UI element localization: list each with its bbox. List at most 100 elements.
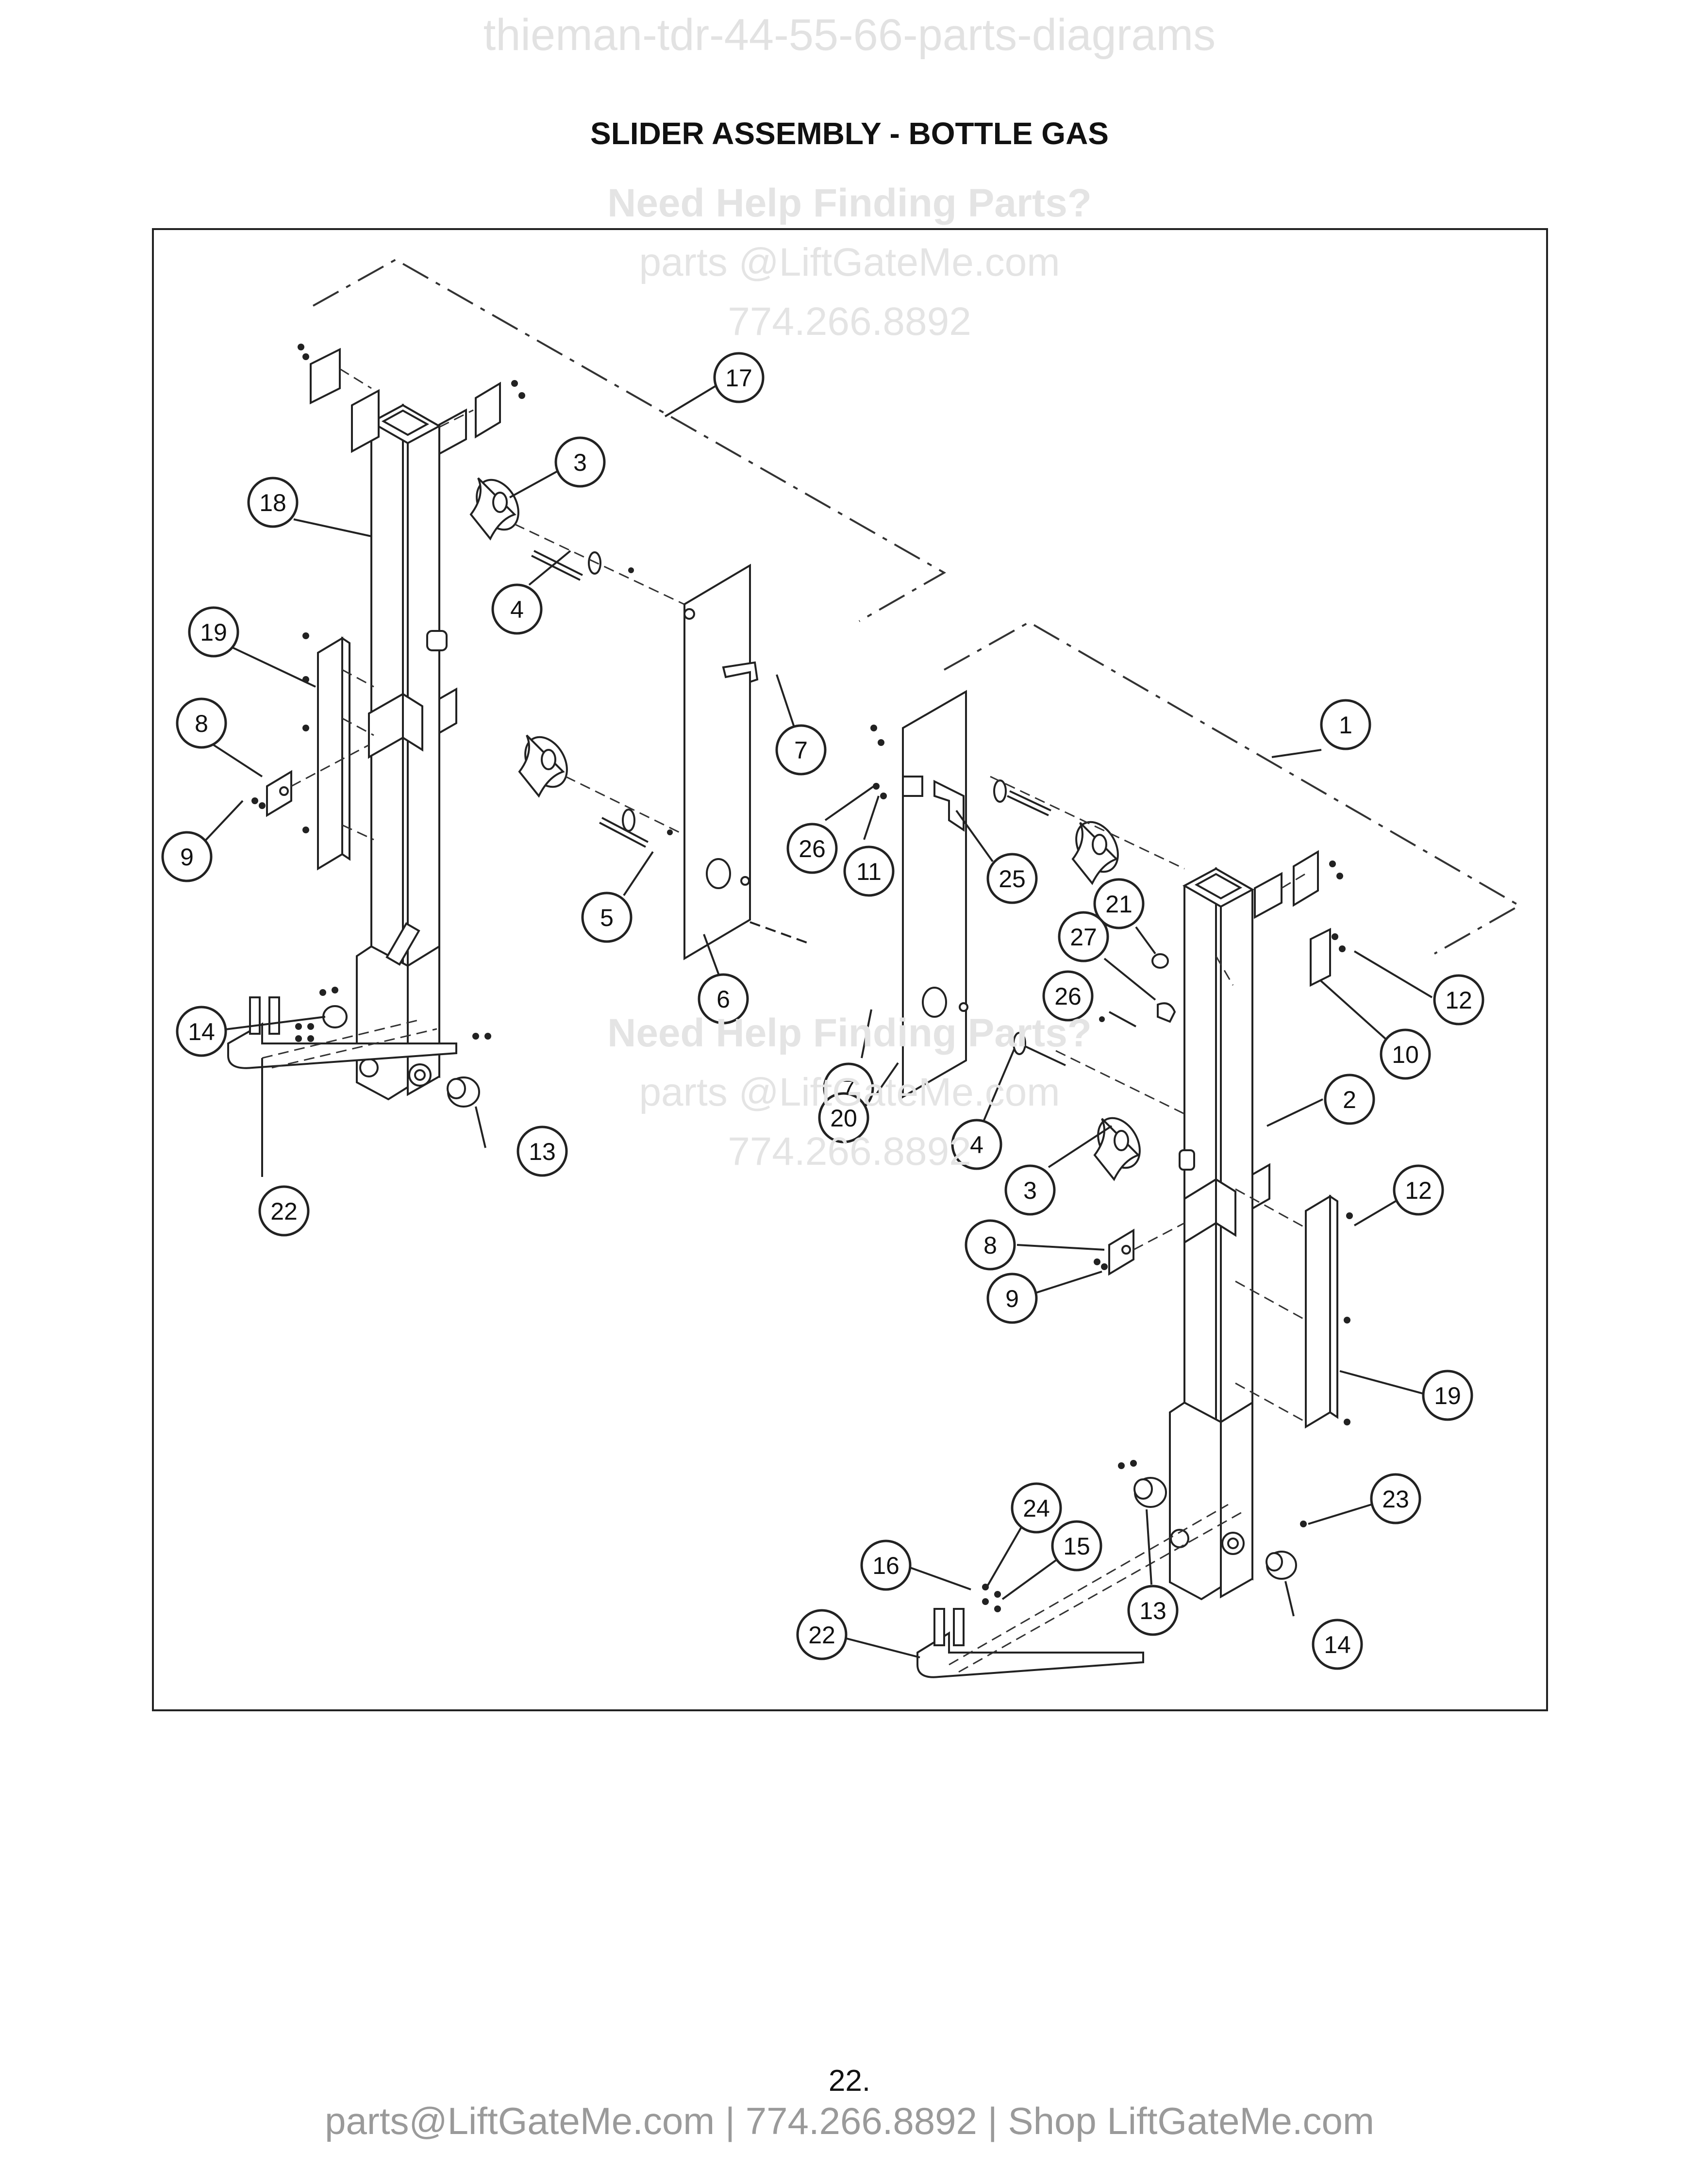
- svg-text:3: 3: [1023, 1177, 1037, 1204]
- svg-text:22: 22: [270, 1198, 298, 1225]
- svg-text:25: 25: [999, 865, 1026, 893]
- callout-8-right: 8: [965, 1219, 1016, 1271]
- callout-3-right: 3: [1004, 1164, 1056, 1216]
- callout-leaders: [203, 382, 1433, 1658]
- svg-text:4: 4: [970, 1131, 983, 1158]
- svg-text:24: 24: [1023, 1495, 1050, 1522]
- callout-15: 15: [1051, 1520, 1102, 1572]
- svg-text:26: 26: [1054, 983, 1082, 1010]
- callout-5: 5: [581, 892, 633, 943]
- callout-24: 24: [1011, 1482, 1062, 1534]
- callout-17: 17: [713, 352, 765, 403]
- svg-text:4: 4: [510, 596, 524, 623]
- callout-26-left: 26: [786, 823, 838, 874]
- callout-4-right: 4: [951, 1119, 1002, 1170]
- svg-text:6: 6: [716, 986, 730, 1013]
- left-slider-assembly: [227, 344, 690, 1108]
- left-top-bracket-a: [310, 347, 341, 405]
- right-small-bracket: [1108, 1228, 1134, 1276]
- help-watermark-middle: Need Help Finding Parts? parts @LiftGate…: [0, 1004, 1699, 1181]
- callout-9-right: 9: [986, 1273, 1038, 1324]
- right-upper-roller: [1071, 821, 1119, 885]
- callout-12-lower: 12: [1393, 1164, 1444, 1216]
- svg-text:19: 19: [200, 619, 227, 646]
- svg-text:12: 12: [1405, 1177, 1432, 1204]
- help-watermark-top: Need Help Finding Parts? parts @LiftGate…: [0, 174, 1699, 351]
- left-foot: [227, 1022, 457, 1069]
- left-mid-roller: [518, 734, 568, 798]
- svg-text:9: 9: [1005, 1285, 1019, 1312]
- plate-20: [870, 690, 968, 1099]
- callout-23: 23: [1370, 1473, 1421, 1524]
- svg-text:9: 9: [180, 844, 194, 871]
- callout-21: 21: [1093, 878, 1145, 929]
- callout-8: 8: [176, 697, 227, 749]
- svg-text:27: 27: [1070, 924, 1097, 951]
- phantom-outline-right: [944, 621, 1522, 955]
- help-watermark-email: parts @LiftGateMe.com: [639, 240, 1060, 284]
- right-side-plate: [1305, 1194, 1331, 1429]
- help-watermark-phone: 774.266.8892: [728, 299, 971, 344]
- callout-26-right: 26: [1042, 970, 1094, 1022]
- left-side-plate: [317, 636, 343, 871]
- callout-16: 16: [860, 1539, 912, 1591]
- callout-1: 1: [1320, 699, 1371, 750]
- svg-text:11: 11: [856, 858, 882, 885]
- help-watermark-phone: 774.266.8892: [728, 1129, 971, 1174]
- callout-22-left: 22: [258, 1185, 310, 1237]
- callout-9: 9: [161, 831, 213, 882]
- svg-text:26: 26: [799, 835, 826, 862]
- callout-19: 19: [188, 606, 239, 658]
- callout-7-left: 7: [775, 724, 827, 776]
- callout-6: 6: [698, 973, 749, 1025]
- left-upper-roller: [469, 477, 519, 541]
- help-watermark-email: parts @LiftGateMe.com: [639, 1070, 1060, 1114]
- callout-4: 4: [491, 583, 543, 635]
- svg-text:20: 20: [830, 1105, 857, 1132]
- svg-text:2: 2: [1343, 1086, 1356, 1113]
- svg-text:7: 7: [794, 737, 808, 764]
- callout-19-right: 19: [1422, 1370, 1473, 1421]
- svg-text:21: 21: [1105, 891, 1133, 918]
- svg-text:23: 23: [1382, 1486, 1409, 1513]
- page-title: SLIDER ASSEMBLY - BOTTLE GAS: [590, 116, 1109, 151]
- callout-11: 11: [843, 845, 895, 897]
- help-watermark-heading: Need Help Finding Parts?: [607, 181, 1092, 225]
- callout-18: 18: [247, 477, 299, 528]
- footer-contact[interactable]: parts@LiftGateMe.com | 774.266.8892 | Sh…: [325, 2100, 1374, 2142]
- svg-text:18: 18: [259, 489, 286, 516]
- callout-3: 3: [554, 436, 606, 488]
- svg-text:8: 8: [983, 1232, 997, 1259]
- callout-14-left: 14: [176, 1006, 227, 1057]
- callout-27: 27: [1058, 911, 1109, 962]
- callout-2: 2: [1324, 1074, 1375, 1125]
- svg-text:17: 17: [725, 364, 752, 392]
- left-small-bracket: [266, 770, 292, 817]
- diagram-frame: [152, 228, 1548, 1711]
- phantom-outline-left: [313, 258, 947, 622]
- callout-25: 25: [986, 853, 1038, 904]
- plate-6: [683, 563, 811, 960]
- svg-text:5: 5: [600, 904, 614, 931]
- callout-20: 20: [818, 1092, 869, 1143]
- svg-text:12: 12: [1445, 987, 1472, 1014]
- svg-text:1: 1: [1339, 711, 1352, 739]
- page-number: 22.: [828, 2064, 871, 2098]
- svg-text:3: 3: [573, 449, 587, 476]
- header-watermark: thieman-tdr-44-55-66-parts-diagrams: [483, 10, 1216, 60]
- svg-text:8: 8: [195, 710, 208, 737]
- callouts: 17 3 18 4 19 8 9 7 5 6 26 11 25 1 21 27 …: [161, 352, 1484, 1670]
- svg-text:16: 16: [872, 1552, 899, 1579]
- callout-10: 10: [1380, 1028, 1431, 1080]
- callout-12-upper: 12: [1433, 974, 1484, 1026]
- right-foot: [916, 1631, 1144, 1678]
- callout-13-right: 13: [1127, 1585, 1179, 1636]
- svg-text:14: 14: [1324, 1631, 1351, 1658]
- right-slider-assembly: [916, 776, 1353, 1678]
- callout-22-right: 22: [796, 1609, 848, 1660]
- svg-text:13: 13: [1139, 1597, 1166, 1624]
- left-top-bracket-b: [475, 381, 501, 439]
- right-lower-roller: [1093, 1117, 1141, 1181]
- callout-14-right: 14: [1312, 1619, 1363, 1670]
- svg-text:22: 22: [808, 1621, 835, 1649]
